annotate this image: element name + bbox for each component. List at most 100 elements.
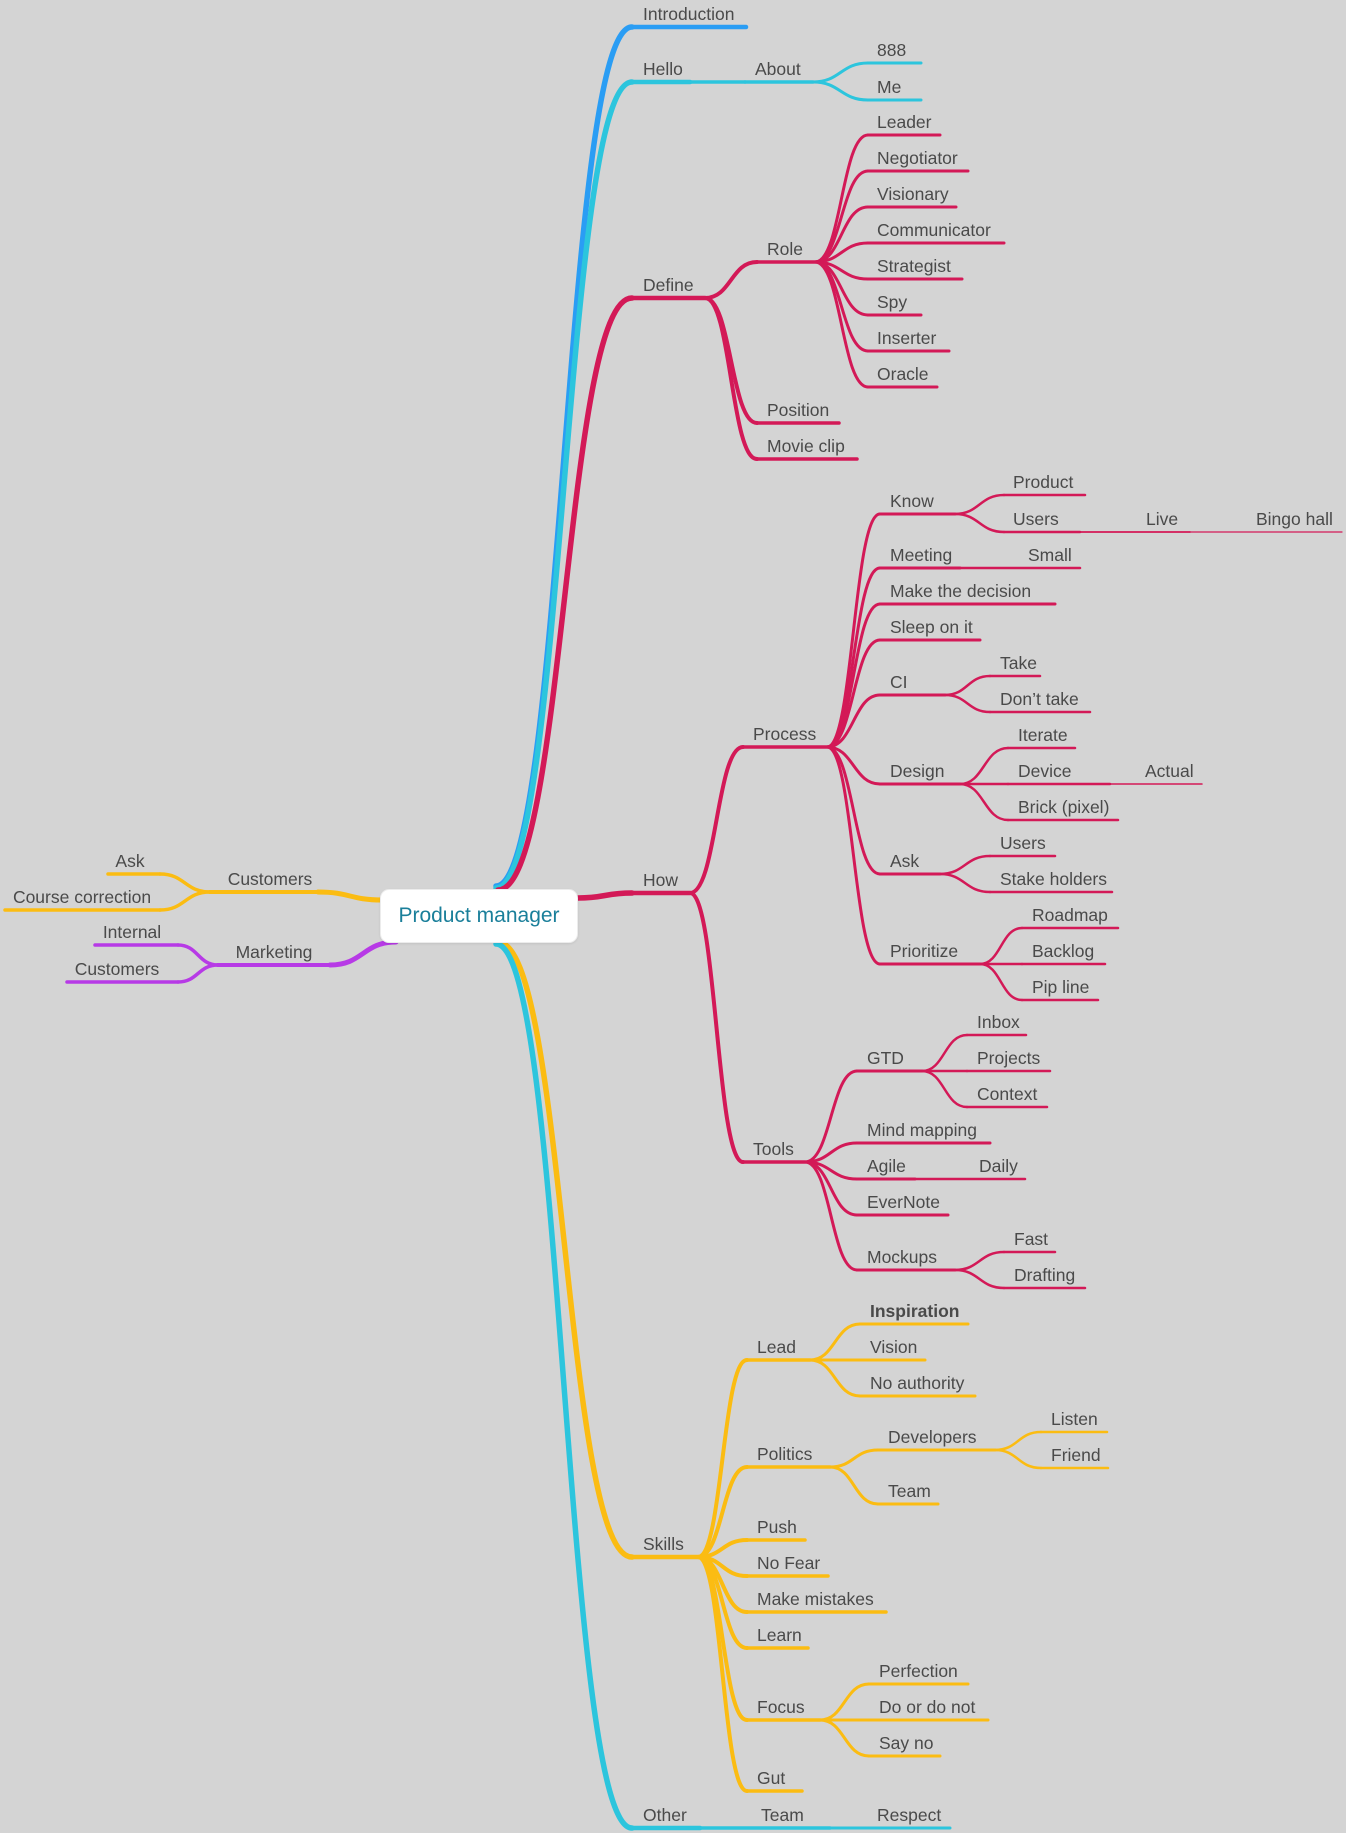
node-team-politics[interactable]: Team <box>888 1481 931 1501</box>
node-context[interactable]: Context <box>977 1084 1037 1104</box>
node-internal[interactable]: Internal <box>103 922 161 942</box>
node-focus[interactable]: Focus <box>757 1697 805 1717</box>
node-inspiration[interactable]: Inspiration <box>870 1301 959 1321</box>
node-marketing-customers[interactable]: Customers <box>75 959 160 979</box>
node-mind-mapping[interactable]: Mind mapping <box>867 1120 977 1140</box>
node-role[interactable]: Role <box>767 239 803 259</box>
connector-line <box>813 260 870 353</box>
node-position[interactable]: Position <box>767 400 829 420</box>
node-hello[interactable]: Hello <box>643 59 683 79</box>
node-fast[interactable]: Fast <box>1014 1229 1048 1249</box>
node-ask-process[interactable]: Ask <box>890 851 919 871</box>
node-no-authority[interactable]: No authority <box>870 1373 965 1393</box>
node-perfection[interactable]: Perfection <box>879 1661 958 1681</box>
node-spy[interactable]: Spy <box>877 292 907 312</box>
node-other[interactable]: Other <box>643 1805 687 1825</box>
connector-line <box>993 1448 1043 1470</box>
connector-line <box>958 782 1010 822</box>
node-negotiator[interactable]: Negotiator <box>877 148 958 168</box>
node-meeting[interactable]: Meeting <box>890 545 952 565</box>
node-ask-users[interactable]: Users <box>1000 833 1046 853</box>
node-introduction[interactable]: Introduction <box>643 4 734 24</box>
node-listen[interactable]: Listen <box>1051 1409 1098 1429</box>
node-evernote[interactable]: EverNote <box>867 1192 940 1212</box>
connector-line <box>495 295 635 893</box>
node-iterate[interactable]: Iterate <box>1018 725 1068 745</box>
node-stake-holders[interactable]: Stake holders <box>1000 869 1107 889</box>
node-agile[interactable]: Agile <box>867 1156 906 1176</box>
connector-line <box>493 79 635 891</box>
node-visionary[interactable]: Visionary <box>877 184 949 204</box>
node-skills[interactable]: Skills <box>643 1534 684 1554</box>
node-course-correction[interactable]: Course correction <box>13 887 151 907</box>
node-about[interactable]: About <box>755 59 801 79</box>
node-backlog[interactable]: Backlog <box>1032 941 1094 961</box>
connector-line <box>993 1430 1043 1452</box>
node-developers[interactable]: Developers <box>888 1427 977 1447</box>
node-projects[interactable]: Projects <box>977 1048 1040 1068</box>
connector-line <box>825 745 882 966</box>
node-vision[interactable]: Vision <box>870 1337 917 1357</box>
connector-line <box>696 1555 749 1793</box>
node-gtd[interactable]: GTD <box>867 1048 904 1068</box>
node-roadmap[interactable]: Roadmap <box>1032 905 1108 925</box>
mind-map-connectors <box>3 24 1343 1831</box>
node-small[interactable]: Small <box>1028 545 1072 565</box>
node-leader[interactable]: Leader <box>877 112 932 132</box>
node-design[interactable]: Design <box>890 761 944 781</box>
node-actual[interactable]: Actual <box>1145 761 1194 781</box>
node-team-other[interactable]: Team <box>761 1805 804 1825</box>
connector-line <box>688 891 745 1164</box>
node-know-users[interactable]: Users <box>1013 509 1059 529</box>
connector-line <box>703 296 759 461</box>
connector-line <box>825 745 882 786</box>
node-bingo-hall[interactable]: Bingo hall <box>1256 509 1333 529</box>
node-sleep-on-it[interactable]: Sleep on it <box>890 617 973 637</box>
node-movie-clip[interactable]: Movie clip <box>767 436 845 456</box>
node-ci[interactable]: CI <box>890 672 908 692</box>
node-inserter[interactable]: Inserter <box>877 328 936 348</box>
node-push[interactable]: Push <box>757 1517 797 1537</box>
node-drafting[interactable]: Drafting <box>1014 1265 1075 1285</box>
node-learn[interactable]: Learn <box>757 1625 802 1645</box>
node-daily[interactable]: Daily <box>979 1156 1018 1176</box>
node-no-fear[interactable]: No Fear <box>757 1553 820 1573</box>
node-politics[interactable]: Politics <box>757 1444 813 1464</box>
node-lead[interactable]: Lead <box>757 1337 796 1357</box>
node-about-me[interactable]: Me <box>877 77 901 97</box>
node-make-decision[interactable]: Make the decision <box>890 581 1031 601</box>
node-live[interactable]: Live <box>1146 509 1178 529</box>
node-mockups[interactable]: Mockups <box>867 1247 937 1267</box>
node-make-mistakes[interactable]: Make mistakes <box>757 1589 874 1609</box>
node-do-or-do-not[interactable]: Do or do not <box>879 1697 975 1717</box>
node-brick-pixel[interactable]: Brick (pixel) <box>1018 797 1109 817</box>
connector-line <box>803 1069 859 1164</box>
node-know[interactable]: Know <box>890 491 934 511</box>
node-inbox[interactable]: Inbox <box>977 1012 1020 1032</box>
node-customers[interactable]: Customers <box>228 869 313 889</box>
node-take[interactable]: Take <box>1000 653 1037 673</box>
node-ask-customers[interactable]: Ask <box>115 851 144 871</box>
node-prioritize[interactable]: Prioritize <box>890 941 958 961</box>
node-tools[interactable]: Tools <box>753 1139 794 1159</box>
node-communicator[interactable]: Communicator <box>877 220 991 240</box>
node-know-product[interactable]: Product <box>1013 472 1073 492</box>
node-gut[interactable]: Gut <box>757 1768 785 1788</box>
node-dont-take[interactable]: Don’t take <box>1000 689 1079 709</box>
node-about-888[interactable]: 888 <box>877 40 906 60</box>
node-say-no[interactable]: Say no <box>879 1733 933 1753</box>
node-friend[interactable]: Friend <box>1051 1445 1101 1465</box>
central-topic[interactable]: Product manager <box>380 889 578 943</box>
node-strategist[interactable]: Strategist <box>877 256 951 276</box>
node-oracle[interactable]: Oracle <box>877 364 929 384</box>
node-how[interactable]: How <box>643 870 678 890</box>
connector-line <box>811 61 870 84</box>
node-pip-line[interactable]: Pip line <box>1032 977 1089 997</box>
node-device[interactable]: Device <box>1018 761 1072 781</box>
connector-line <box>495 939 635 1560</box>
node-respect[interactable]: Respect <box>877 1805 941 1825</box>
node-process[interactable]: Process <box>753 724 816 744</box>
node-marketing[interactable]: Marketing <box>236 942 313 962</box>
node-define[interactable]: Define <box>643 275 694 295</box>
